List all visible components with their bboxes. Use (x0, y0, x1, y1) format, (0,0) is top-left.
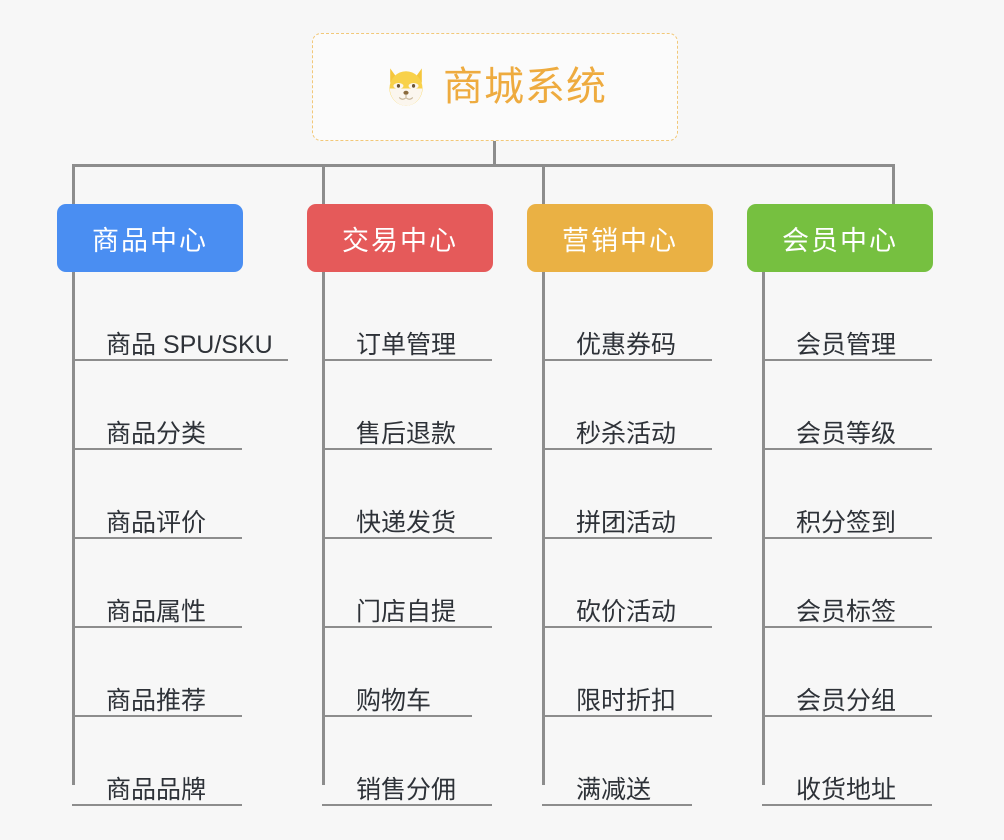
connector-horizontal-bus (72, 164, 895, 167)
column-trunk-line (322, 272, 325, 785)
list-item-label: 限时折扣 (576, 686, 677, 715)
list-item-label: 会员管理 (796, 330, 897, 359)
list-item[interactable]: 商品 SPU/SKU (72, 272, 288, 361)
list-item-label: 销售分佣 (356, 775, 457, 804)
list-item[interactable]: 销售分佣 (322, 717, 492, 806)
list-item[interactable]: 会员管理 (762, 272, 932, 361)
column-trunk-line (72, 272, 75, 785)
connector-drop-3 (542, 164, 545, 204)
list-item-label: 会员等级 (796, 419, 897, 448)
list-item-label: 商品 SPU/SKU (106, 330, 273, 359)
list-item-label: 会员标签 (796, 597, 897, 626)
list-item-label: 商品属性 (106, 597, 207, 626)
list-item-label: 快递发货 (356, 508, 457, 537)
list-item-label: 售后退款 (356, 419, 457, 448)
list-item[interactable]: 商品品牌 (72, 717, 242, 806)
list-item[interactable]: 限时折扣 (542, 628, 712, 717)
list-item-label: 满减送 (576, 775, 652, 804)
root-node[interactable]: 商城系统 (312, 33, 678, 141)
category-items-marketing: 优惠券码 秒杀活动 拼团活动 砍价活动 限时折扣 满减送 (542, 272, 728, 806)
list-item[interactable]: 门店自提 (322, 539, 492, 628)
connector-drop-1 (72, 164, 75, 204)
connector-drop-2 (322, 164, 325, 204)
list-item[interactable]: 售后退款 (322, 361, 492, 450)
list-item-label: 积分签到 (796, 508, 897, 537)
category-items-product: 商品 SPU/SKU 商品分类 商品评价 商品属性 商品推荐 商品品牌 (72, 272, 288, 806)
list-item[interactable]: 商品分类 (72, 361, 242, 450)
list-item[interactable]: 商品推荐 (72, 628, 242, 717)
list-item-label: 订单管理 (356, 330, 457, 359)
list-item-label: 优惠券码 (576, 330, 677, 359)
list-item[interactable]: 会员等级 (762, 361, 932, 450)
list-item[interactable]: 砍价活动 (542, 539, 712, 628)
connector-drop-4 (892, 164, 895, 204)
category-column-member: 会员中心 会员管理 会员等级 积分签到 会员标签 会员分组 收货地址 (747, 204, 933, 806)
list-item[interactable]: 收货地址 (762, 717, 932, 806)
category-header-member[interactable]: 会员中心 (747, 204, 933, 272)
category-header-product[interactable]: 商品中心 (57, 204, 243, 272)
column-trunk-line (542, 272, 545, 785)
list-item-label: 收货地址 (796, 775, 897, 804)
category-header-label: 商品中心 (92, 225, 208, 256)
list-item[interactable]: 订单管理 (322, 272, 492, 361)
list-item[interactable]: 快递发货 (322, 450, 492, 539)
list-item[interactable]: 满减送 (542, 717, 692, 806)
list-item-label: 商品品牌 (106, 775, 207, 804)
list-item[interactable]: 秒杀活动 (542, 361, 712, 450)
list-item-label: 拼团活动 (576, 508, 677, 537)
list-item-label: 商品推荐 (106, 686, 207, 715)
list-item-label: 秒杀活动 (576, 419, 677, 448)
list-item[interactable]: 会员分组 (762, 628, 932, 717)
list-item[interactable]: 商品评价 (72, 450, 242, 539)
connector-root-stem (493, 141, 496, 167)
list-item-label: 会员分组 (796, 686, 897, 715)
category-header-marketing[interactable]: 营销中心 (527, 204, 713, 272)
category-column-marketing: 营销中心 优惠券码 秒杀活动 拼团活动 砍价活动 限时折扣 满减送 (527, 204, 713, 806)
list-item-label: 砍价活动 (576, 597, 677, 626)
category-items-member: 会员管理 会员等级 积分签到 会员标签 会员分组 收货地址 (762, 272, 948, 806)
list-item[interactable]: 商品属性 (72, 539, 242, 628)
category-column-product: 商品中心 商品 SPU/SKU 商品分类 商品评价 商品属性 商品推荐 商品品牌 (57, 204, 288, 806)
list-item[interactable]: 购物车 (322, 628, 472, 717)
list-item[interactable]: 积分签到 (762, 450, 932, 539)
category-items-trade: 订单管理 售后退款 快递发货 门店自提 购物车 销售分佣 (322, 272, 508, 806)
category-header-trade[interactable]: 交易中心 (307, 204, 493, 272)
list-item-label: 商品评价 (106, 508, 207, 537)
list-item[interactable]: 拼团活动 (542, 450, 712, 539)
category-header-label: 交易中心 (342, 225, 458, 256)
list-item-label: 门店自提 (356, 597, 457, 626)
list-item[interactable]: 优惠券码 (542, 272, 712, 361)
category-column-trade: 交易中心 订单管理 售后退款 快递发货 门店自提 购物车 销售分佣 (307, 204, 493, 806)
list-item-label: 购物车 (356, 686, 432, 715)
dog-face-icon (389, 68, 423, 106)
column-trunk-line (762, 272, 765, 785)
category-header-label: 营销中心 (562, 225, 678, 256)
list-item-label: 商品分类 (106, 419, 207, 448)
list-item[interactable]: 会员标签 (762, 539, 932, 628)
root-title: 商城系统 (443, 65, 607, 109)
category-header-label: 会员中心 (782, 225, 898, 256)
